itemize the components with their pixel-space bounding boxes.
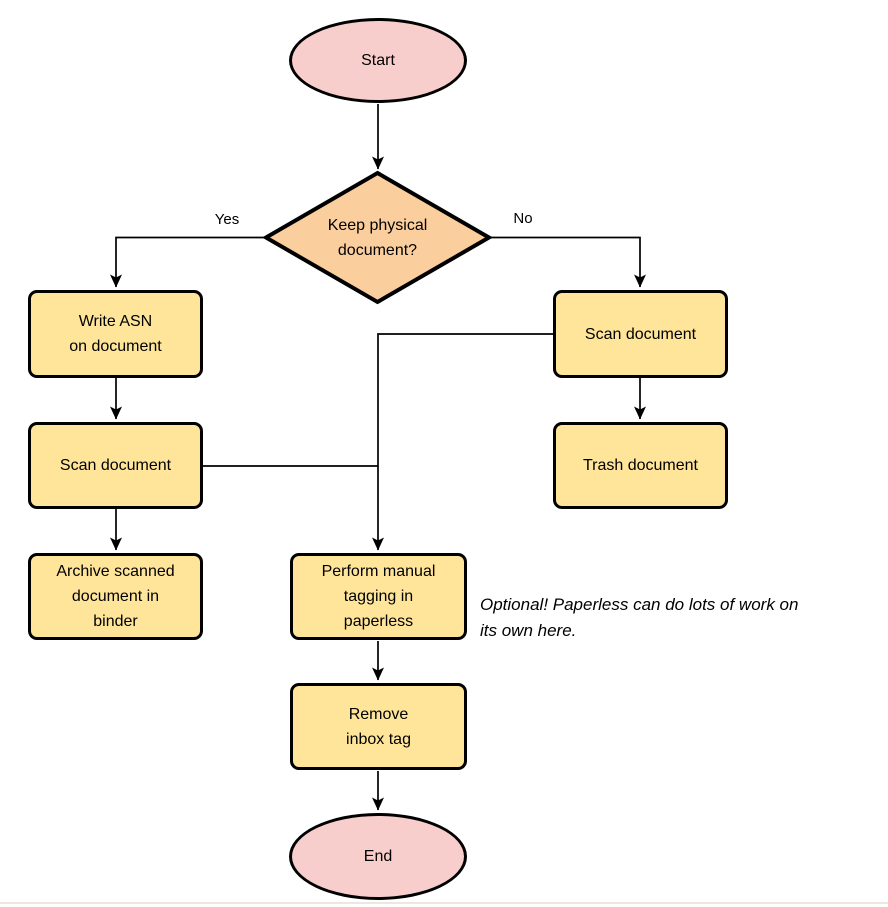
process-scan-document-left: Scan document [28,422,203,509]
process-archive-scanned-document: Archive scanned document in binder [28,553,203,640]
decision-keep-physical-document: Keep physical document? [327,216,428,259]
edge-decision-yes-to-write-asn [110,236,265,288]
bottom-edge-line [0,902,888,904]
annotation-optional-paperless: Optional! Paperless can do lots of work … [480,595,799,640]
process-write-asn-on-document: Write ASN on document [28,290,203,378]
process-trash-document: Trash document [553,422,728,509]
edge-decision-no-to-scan-right [490,236,646,288]
decision-diamond-shape [262,170,493,305]
start-node: Start [289,18,467,103]
process-scan-document-right: Scan document [553,290,728,378]
process-manual-tagging-paperless: Perform manual tagging in paperless [290,553,467,640]
edge-label-yes: Yes [214,211,240,228]
end-node: End [289,813,467,900]
process-remove-inbox-tag: Remove inbox tag [290,683,467,770]
edge-scan-right-to-tagging [372,333,553,551]
edge-label-no: No [513,210,533,227]
